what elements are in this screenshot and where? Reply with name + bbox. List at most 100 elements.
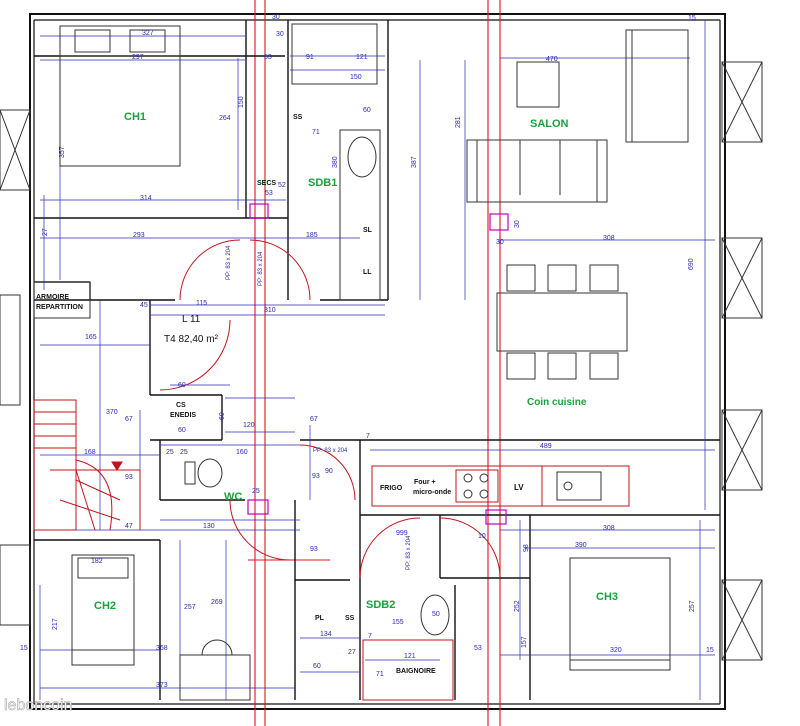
dim-327: 327	[142, 30, 154, 37]
staircase	[33, 399, 141, 531]
dim-257-a: 257	[184, 604, 196, 611]
dim-60-e: 60	[313, 663, 321, 670]
dim-98: 98	[523, 544, 530, 552]
red-guides	[248, 0, 501, 726]
area-label: T4 82,40 m²	[164, 334, 219, 345]
dim-470: 470	[546, 56, 558, 63]
dim-150-b: 150	[238, 96, 245, 108]
armoire-label-2: REPARTITION	[36, 304, 83, 311]
dim-390: 390	[575, 542, 587, 549]
dim-121-b: 121	[404, 653, 416, 660]
dim-320: 320	[610, 647, 622, 654]
dim-53-secs: 53	[265, 190, 273, 197]
windows-right	[721, 61, 763, 661]
dim-121: 121	[356, 54, 368, 61]
dim-60-c: 60	[219, 412, 226, 420]
dim-10: 10	[478, 533, 486, 540]
dim-134: 134	[320, 631, 332, 638]
dim-380: 380	[332, 156, 339, 168]
dim-308-b: 308	[603, 525, 615, 532]
windows-left	[0, 109, 31, 626]
dim-27-a: 27	[42, 228, 49, 236]
dim-185: 185	[306, 232, 318, 239]
frigo-label: FRIGO	[380, 485, 403, 492]
pp-label-3: PP: 83 x 204	[313, 448, 348, 454]
dim-71-b: 71	[376, 671, 384, 678]
dim-15-right: 15	[706, 647, 714, 654]
armoire-label-1: ARMOIRE	[36, 294, 69, 301]
room-ch2: CH2	[94, 600, 116, 612]
dim-30-a: 30	[272, 14, 280, 21]
dim-115: 115	[196, 300, 207, 307]
cs-label: CS	[176, 402, 186, 409]
watermark-logo: leboncoin	[4, 697, 73, 714]
pl-label: PL	[315, 615, 325, 622]
dim-52: 52	[278, 182, 286, 189]
dim-15-left: 15	[20, 645, 28, 652]
dim-182: 182	[91, 558, 103, 565]
dim-297: 297	[132, 54, 144, 61]
room-salon: SALON	[530, 118, 569, 130]
dim-155: 155	[392, 619, 404, 626]
dim-168: 168	[84, 449, 96, 456]
dim-71: 71	[312, 129, 320, 136]
baignoire-label: BAIGNOIRE	[396, 668, 436, 675]
dim-310: 310	[264, 307, 276, 314]
dim-93-a: 93	[125, 474, 133, 481]
room-ch1: CH1	[124, 111, 146, 123]
dim-25-b: 25	[180, 449, 188, 456]
dim-30-b: 30	[276, 31, 284, 38]
ss-label-2: SS	[345, 615, 355, 622]
dim-130: 130	[203, 523, 215, 530]
dim-252: 252	[514, 600, 521, 612]
dim-120: 120	[243, 422, 255, 429]
dim-90: 90	[325, 468, 333, 475]
dim-93-c: 93	[310, 546, 318, 553]
pp-label-4: PP: 83 x 204	[406, 535, 412, 570]
dim-257-b: 257	[689, 600, 696, 612]
pp-label-2: PP: 83 x 204	[258, 251, 264, 286]
ll-label: LL	[363, 269, 372, 276]
dim-217: 217	[52, 618, 59, 630]
dim-53-top: 53	[264, 54, 272, 61]
dim-165: 165	[85, 334, 97, 341]
secs-label: SECS	[257, 180, 276, 187]
dim-293: 293	[133, 232, 145, 239]
lv-label: LV	[514, 483, 524, 492]
dim-91: 91	[306, 54, 314, 61]
room-ch3: CH3	[596, 591, 618, 603]
dim-999: 999	[396, 530, 408, 537]
dim-45: 45	[140, 302, 148, 309]
dim-157: 157	[521, 636, 528, 648]
dim-67-b: 67	[310, 416, 318, 423]
dim-15-top: 15	[688, 15, 696, 22]
dim-370: 370	[106, 409, 118, 416]
furniture	[33, 23, 689, 701]
dim-93-b: 93	[312, 473, 320, 480]
four-label-1: Four +	[414, 479, 436, 486]
dim-30-duct2: 30	[496, 239, 504, 246]
dim-150-a: 150	[350, 74, 362, 81]
four-label-2: micro-onde	[413, 489, 451, 496]
dim-269: 269	[211, 599, 223, 606]
dim-7-b: 7	[368, 633, 372, 640]
dim-47: 47	[125, 523, 133, 530]
dim-281: 281	[455, 116, 462, 128]
dimension-lines	[39, 20, 715, 700]
dim-60-d: 60	[178, 427, 186, 434]
dim-357: 357	[59, 146, 66, 158]
dim-690: 690	[688, 258, 695, 270]
pp-label-1: PP: 83 x 204	[226, 245, 232, 280]
ducts	[247, 203, 509, 525]
dim-25-a: 25	[166, 449, 174, 456]
dim-25-c: 25	[252, 488, 260, 495]
room-sdb2: SDB2	[366, 599, 395, 611]
dim-50: 50	[432, 611, 440, 618]
ss-label-1: SS	[293, 114, 303, 121]
dim-387: 387	[411, 156, 418, 168]
dim-308-a: 308	[603, 235, 615, 242]
room-coin-cuisine: Coin cuisine	[527, 397, 587, 408]
dim-60-sdb1: 60	[363, 107, 371, 114]
dim-373: 373	[156, 682, 168, 689]
outer-walls	[29, 13, 726, 710]
